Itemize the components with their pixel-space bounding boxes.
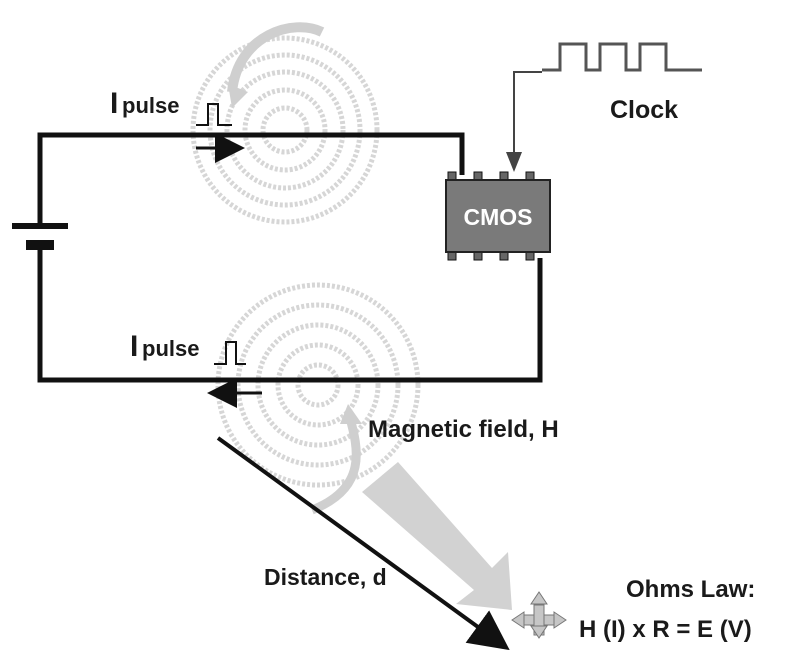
top-current-label: I pulse xyxy=(110,87,179,120)
distance-arrow xyxy=(216,436,510,651)
battery-icon xyxy=(12,223,68,250)
magnetic-field-label: Magnetic field, H xyxy=(368,416,559,443)
ohms-law-title: Ohms Law: xyxy=(626,576,755,603)
cmos-label: CMOS xyxy=(464,204,533,230)
bottom-current-subscript: pulse xyxy=(142,336,199,361)
top-field-rotation-arrowhead xyxy=(228,84,248,108)
cmos-chip xyxy=(445,171,551,261)
clock-line xyxy=(513,71,542,158)
top-magnetic-field-rings xyxy=(190,35,380,225)
bottom-current-symbol: I xyxy=(130,330,138,363)
ohms-law-formula: H (I) x R = E (V) xyxy=(579,616,752,643)
bottom-magnetic-field-rings xyxy=(215,282,421,488)
bottom-current-label: I pulse xyxy=(130,330,199,363)
move-arrows-icon xyxy=(511,591,567,639)
bottom-field-rotation-arrow xyxy=(310,416,361,515)
pulse-symbol-bottom xyxy=(214,341,246,365)
clock-waveform xyxy=(542,42,702,72)
pulse-symbol-top xyxy=(196,103,232,126)
clock-label: Clock xyxy=(610,96,678,124)
field-direction-arrow xyxy=(362,462,512,610)
top-current-subscript: pulse xyxy=(122,93,179,118)
top-field-rotation-arrow xyxy=(227,22,325,93)
distance-label: Distance, d xyxy=(264,564,387,590)
top-current-symbol: I xyxy=(110,87,118,120)
clock-arrowhead xyxy=(506,152,522,172)
bottom-field-rotation-arrowhead xyxy=(340,404,362,424)
circuit-wires xyxy=(37,132,543,383)
